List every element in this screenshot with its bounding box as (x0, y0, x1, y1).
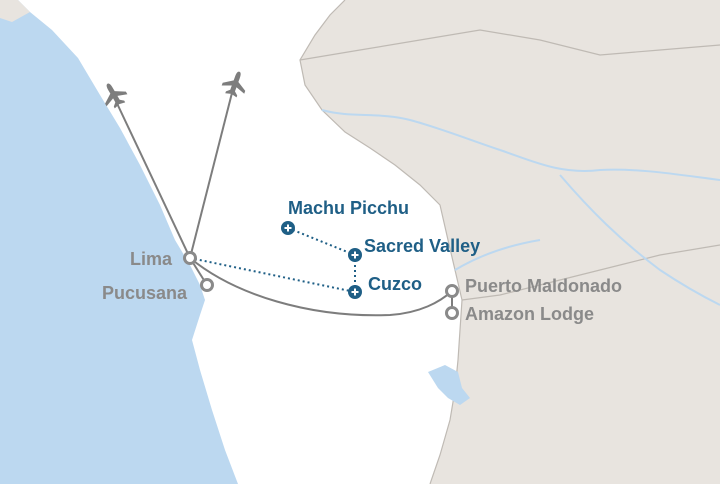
label-lima: Lima (130, 249, 173, 269)
route-lima-maldonado (189, 257, 453, 317)
flight-route-2 (189, 84, 235, 259)
plus-marker-icon (348, 248, 362, 262)
plus-marker-icon (348, 285, 362, 299)
river-3 (559, 174, 720, 306)
airplane-icon (105, 83, 128, 109)
border-north (299, 29, 720, 61)
flight-route-1 (113, 96, 191, 259)
focus-land (18, 0, 462, 484)
river-4 (454, 239, 541, 271)
river-1 (321, 109, 501, 151)
ring-marker-icon (445, 284, 459, 298)
route-lima-cuzco (189, 257, 356, 293)
ring-marker-icon (200, 278, 214, 292)
label-sacred-valley: Sacred Valley (364, 236, 481, 256)
plus-marker-icon (281, 221, 295, 235)
ring-marker-icon (445, 306, 459, 320)
neighbor-land-north (0, 0, 30, 22)
river-2 (499, 149, 720, 181)
label-cuzco: Cuzco (368, 274, 422, 294)
label-amazon-lodge: Amazon Lodge (465, 304, 594, 324)
airplane-icon (221, 71, 246, 98)
label-machu-picchu: Machu Picchu (288, 198, 410, 218)
neighbor-land (300, 0, 720, 484)
ring-marker-icon (183, 251, 197, 265)
label-puerto-maldonado: Puerto Maldonado (465, 276, 622, 296)
label-pucusana: Pucusana (102, 283, 188, 303)
lake (428, 365, 470, 405)
route-sacred-valley-machu-picchu (287, 227, 356, 256)
border-inner (461, 244, 720, 301)
